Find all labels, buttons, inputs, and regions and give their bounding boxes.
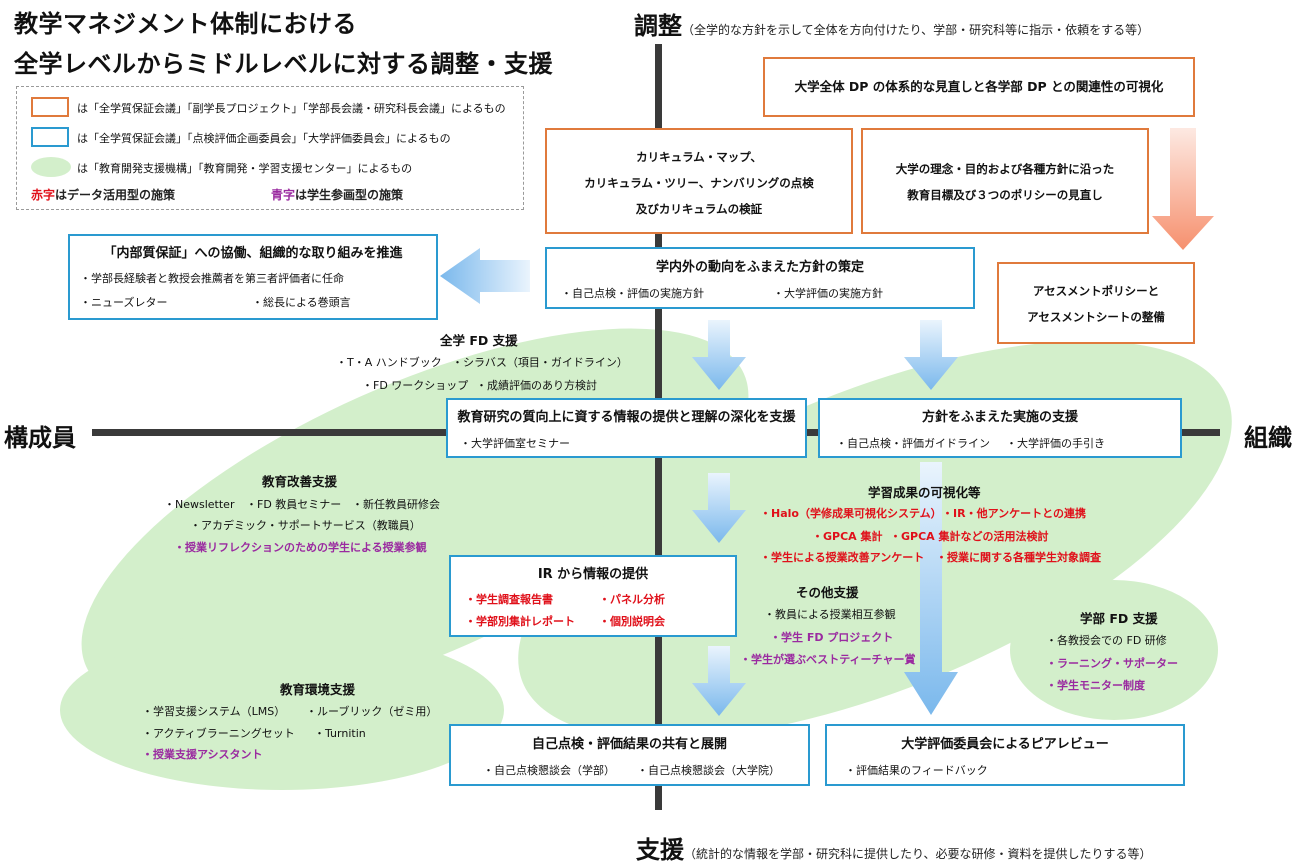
box-curriculum-line: 及びカリキュラムの検証 — [635, 202, 763, 216]
group-zengaku-fd-item: ・FD ワークショップ — [362, 379, 469, 392]
legend-purple-note: 青字は学生参画型の施策 — [271, 188, 404, 202]
group-sonota-title: その他支援 — [796, 585, 859, 600]
box-jisshi-title: 方針をふまえた実施の支援 — [921, 410, 1078, 425]
box-hoshin-title: 学内外の動向をふまえた方針の策定 — [655, 260, 864, 275]
group-kaizen-item: ・Newsletter — [164, 498, 235, 511]
group-zengaku-fd-title: 全学 FD 支援 — [440, 333, 518, 348]
box-naibu-title: 「内部質保証」への協働、組織的な取り組みを推進 — [103, 246, 403, 261]
arrow-down-icon-2 — [904, 320, 958, 390]
box-curriculum: カリキュラム・マップ、 カリキュラム・ツリー、ナンバリングの点検 及びカリキュラ… — [545, 128, 853, 234]
group-seika-item: ・学生による授業改善アンケート — [760, 551, 925, 564]
axis-left-label: 構成員 — [4, 424, 76, 452]
group-seika-item: ・Halo（学修成果可視化システム） — [760, 507, 942, 520]
box-kyoiku-title: 教育研究の質向上に資する情報の提供と理解の深化を支援 — [457, 410, 796, 425]
group-kankyo-item: ・学習支援システム（LMS） — [142, 705, 286, 718]
group-sonota-item: ・学生が選ぶベストティーチャー賞 — [740, 653, 916, 666]
group-kankyo-item: ・アクティブラーニングセット — [142, 727, 295, 740]
box-curriculum-line: カリキュラム・ツリー、ナンバリングの点検 — [584, 176, 814, 190]
box-naibu-item: ・ニューズレター — [80, 296, 168, 309]
box-naibu-item: ・総長による巻頭言 — [252, 296, 351, 309]
green-ellipse-bottom-left — [60, 630, 504, 790]
page-title-line2: 全学レベルからミドルレベルに対する調整・支援 — [14, 50, 553, 78]
box-kyoyu: 自己点検・評価結果の共有と展開 ・自己点検懇談会（学部） ・自己点検懇談会（大学… — [449, 724, 810, 786]
box-peer: 大学評価委員会によるピアレビュー ・評価結果のフィードバック — [825, 724, 1185, 786]
group-gakubu-fd-item: ・学生モニター制度 — [1046, 679, 1145, 692]
group-kaizen-item: ・アカデミック・サポートサービス（教職員） — [190, 519, 421, 532]
box-jisshi-item: ・自己点検・評価ガイドライン — [836, 437, 990, 450]
group-zengaku-fd-item: ・シラバス（項目・ガイドライン） — [452, 356, 628, 369]
box-kyoiku: 教育研究の質向上に資する情報の提供と理解の深化を支援 ・大学評価室セミナー — [446, 398, 807, 458]
box-kyoiku-item: ・大学評価室セミナー — [460, 437, 570, 450]
group-sonota-item: ・学生 FD プロジェクト — [770, 631, 894, 644]
box-rinen: 大学の理念・目的および各種方針に沿った 教育目標及び３つのポリシーの見直し — [861, 128, 1149, 234]
box-kyoyu-item: ・自己点検懇談会（学部） — [483, 764, 615, 777]
group-gakubu-fd-item: ・ラーニング・サポーター — [1046, 657, 1178, 670]
arrow-left-icon — [440, 248, 530, 304]
box-ir-item: ・学生調査報告書 — [465, 593, 553, 606]
axis-top-label: 調整（全学的な方針を示して全体を方向付けたり、学部・研究科等に指示・依頼をする等… — [634, 12, 1150, 40]
box-jisshi-item: ・大学評価の手引き — [1006, 437, 1105, 450]
group-kankyo-item: ・Turnitin — [314, 727, 366, 740]
group-kankyo-title: 教育環境支援 — [280, 682, 356, 697]
box-kyoyu-item: ・自己点検懇談会（大学院） — [637, 764, 780, 777]
group-kaizen-item: ・FD 教員セミナー — [246, 498, 342, 511]
box-rinen-line: 大学の理念・目的および各種方針に沿った — [895, 162, 1115, 176]
arrow-down-orange-icon — [1152, 128, 1214, 250]
arrow-down-icon-long — [904, 462, 958, 715]
box-ir: IR から情報の提供 ・学生調査報告書 ・パネル分析 ・学部別集計レポート ・個… — [449, 555, 737, 637]
box-naibu: 「内部質保証」への協働、組織的な取り組みを推進 ・学部長経験者と教授会推薦者を第… — [68, 234, 438, 320]
axis-bottom-label: 支援（統計的な情報を学部・研究科に提供したり、必要な研修・資料を提供したりする等… — [636, 836, 1152, 864]
box-peer-item: ・評価結果のフィードバック — [845, 764, 988, 777]
legend-red-note: 赤字はデータ活用型の施策 — [31, 188, 176, 202]
legend-green-text: は「教育開発支援機構」「教育開発・学習支援センター」によるもの — [77, 162, 413, 175]
group-seika-item: ・授業に関する各種学生対象調査 — [936, 551, 1101, 564]
group-kankyo-item: ・授業支援アシスタント — [142, 748, 263, 761]
group-zengaku-fd-item: ・T・A ハンドブック — [336, 356, 442, 369]
group-kaizen-item: ・授業リフレクションのための学生による授業参観 — [174, 541, 427, 554]
box-dp: 大学全体 DP の体系的な見直しと各学部 DP との関連性の可視化 — [763, 57, 1195, 117]
box-kyoyu-title: 自己点検・評価結果の共有と展開 — [531, 737, 727, 752]
group-kaizen-item: ・新任教員研修会 — [352, 498, 440, 511]
arrow-down-icon-3 — [692, 473, 746, 543]
group-seika-item: ・GPCA 集計 — [812, 530, 883, 543]
legend-blue-swatch — [31, 127, 69, 147]
box-naibu-item: ・学部長経験者と教授会推薦者を第三者評価者に任命 — [80, 272, 344, 285]
legend-orange-swatch — [31, 97, 69, 117]
box-hoshin-item: ・大学評価の実施方針 — [773, 287, 883, 300]
page-title-line1: 教学マネジメント体制における — [14, 10, 357, 38]
box-dp-text: 大学全体 DP の体系的な見直しと各学部 DP との関連性の可視化 — [794, 79, 1164, 94]
group-kankyo-item: ・ルーブリック（ゼミ用） — [306, 705, 438, 718]
box-assessment-line: アセスメントシートの整備 — [1027, 310, 1165, 324]
box-ir-item: ・個別説明会 — [599, 615, 665, 628]
green-ellipse-gakubu — [1010, 580, 1218, 720]
group-kaizen-title: 教育改善支援 — [262, 474, 338, 489]
box-assessment-line: アセスメントポリシーと — [1032, 284, 1160, 298]
group-gakubu-fd-title: 学部 FD 支援 — [1080, 611, 1158, 626]
axis-right-label: 組織 — [1244, 424, 1292, 452]
group-sonota-item: ・教員による授業相互参観 — [764, 608, 896, 621]
legend-blue-text: は「全学質保証会議」「点検評価企画委員会」「大学評価委員会」によるもの — [77, 132, 451, 145]
box-jisshi: 方針をふまえた実施の支援 ・自己点検・評価ガイドライン ・大学評価の手引き — [818, 398, 1182, 458]
box-ir-item: ・学部別集計レポート — [465, 615, 575, 628]
legend: は「全学質保証会議」「副学長プロジェクト」「学部長会議・研究科長会議」によるもの… — [16, 86, 524, 210]
box-hoshin: 学内外の動向をふまえた方針の策定 ・自己点検・評価の実施方針 ・大学評価の実施方… — [545, 247, 975, 309]
box-hoshin-item: ・自己点検・評価の実施方針 — [561, 287, 704, 300]
box-rinen-line: 教育目標及び３つのポリシーの見直し — [907, 188, 1103, 202]
group-seika-title: 学習成果の可視化等 — [868, 485, 981, 500]
arrow-down-icon-1 — [692, 320, 746, 390]
box-ir-item: ・パネル分析 — [599, 593, 665, 606]
group-zengaku-fd-item: ・成績評価のあり方検討 — [476, 379, 597, 392]
box-ir-title: IR から情報の提供 — [537, 567, 649, 582]
legend-green-swatch — [31, 157, 71, 177]
group-seika-item: ・IR・他アンケートとの連携 — [942, 507, 1087, 520]
box-curriculum-line: カリキュラム・マップ、 — [636, 150, 762, 164]
box-peer-title: 大学評価委員会によるピアレビュー — [901, 737, 1109, 752]
box-assessment: アセスメントポリシーと アセスメントシートの整備 — [997, 262, 1195, 344]
legend-orange-text: は「全学質保証会議」「副学長プロジェクト」「学部長会議・研究科長会議」によるもの — [77, 102, 506, 115]
arrow-down-icon-4 — [692, 646, 746, 716]
group-gakubu-fd-item: ・各教授会での FD 研修 — [1046, 634, 1167, 647]
group-seika-item: ・GPCA 集計などの活用法検討 — [890, 530, 1049, 543]
